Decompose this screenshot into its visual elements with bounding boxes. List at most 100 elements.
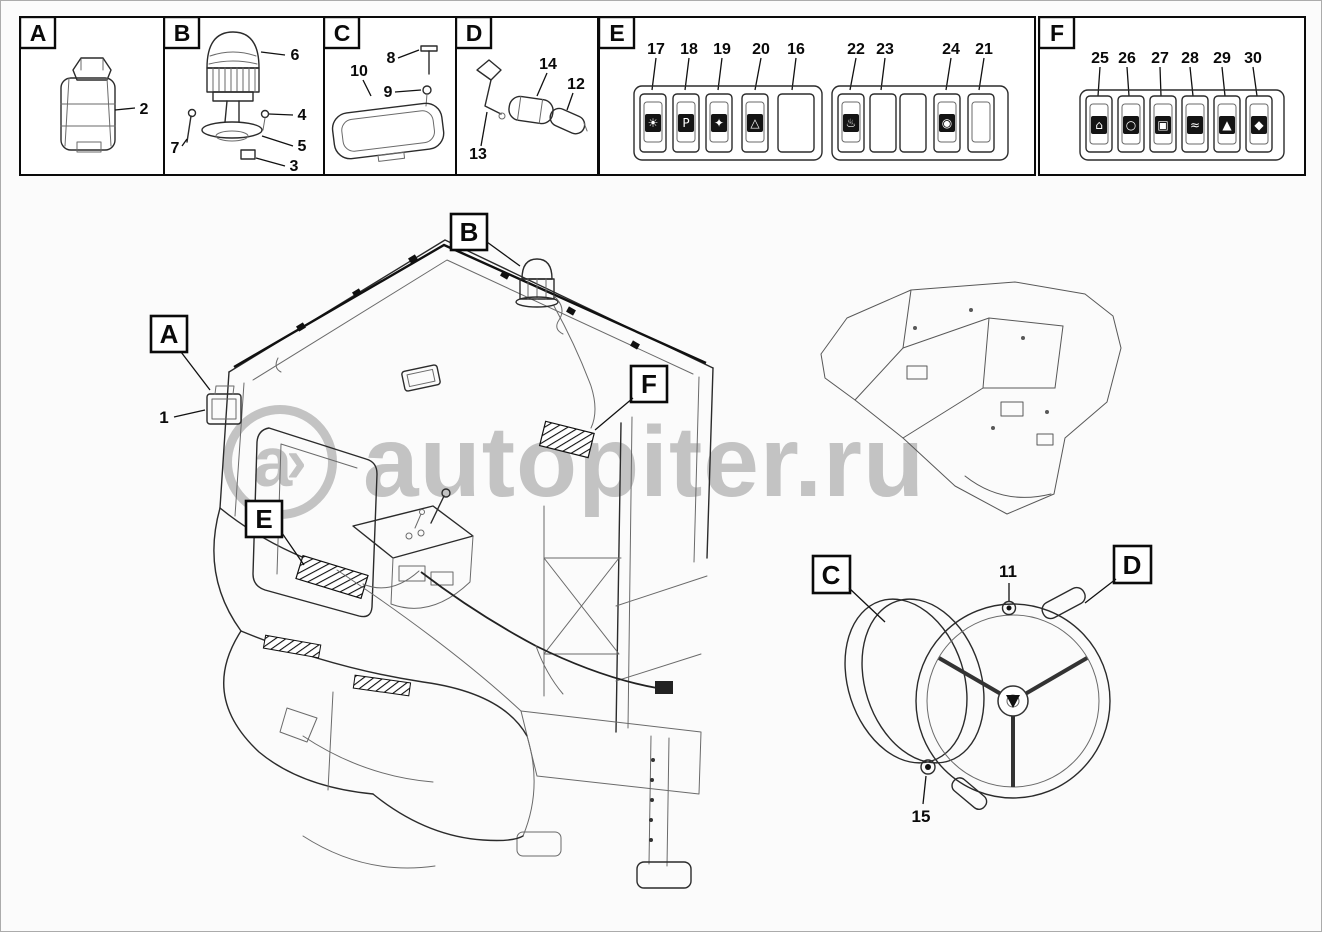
legend-box-a: A 2: [19, 16, 165, 176]
legend-a-label[interactable]: A: [30, 20, 47, 46]
legend-box-e: E 17 18 19 20 16 22 23 24 21: [598, 16, 1036, 176]
switch-24-icon: ◉: [942, 116, 952, 130]
steering-wheel-drawing: 11 15: [844, 562, 1111, 826]
switch-26: ○: [1117, 95, 1145, 153]
part-number-14[interactable]: 14: [539, 56, 557, 73]
part-number-29[interactable]: 29: [1213, 50, 1231, 67]
part-number-26[interactable]: 26: [1118, 50, 1136, 67]
part-number-27[interactable]: 27: [1151, 50, 1169, 67]
switch-panel-f: ⌂ ○ ▣: [1079, 89, 1285, 161]
console-drawing: [352, 488, 474, 609]
cab-connector-strip: [538, 420, 595, 459]
part-number-9[interactable]: 9: [384, 84, 393, 101]
switch-27-icon: ▣: [1157, 118, 1168, 132]
legend-b-label[interactable]: B: [174, 20, 191, 46]
callout-a[interactable]: A: [149, 314, 211, 391]
callout-a-letter[interactable]: A: [160, 319, 179, 349]
switch-20-icon: △: [750, 116, 760, 130]
side-window-drawing: [252, 427, 378, 618]
legend-e-label[interactable]: E: [609, 20, 624, 46]
switch-29: ▲: [1213, 95, 1241, 153]
switch-20: △: [741, 93, 769, 153]
callout-d[interactable]: D: [1084, 544, 1153, 604]
diagram-part-number-15[interactable]: 15: [912, 807, 931, 826]
switch-18: P: [672, 93, 700, 153]
switch-19-icon: ✦: [714, 116, 724, 130]
switch-30: ◆: [1245, 95, 1273, 153]
part-number-6[interactable]: 6: [291, 47, 300, 64]
blank-plate-16: [777, 93, 815, 153]
switch-25: ⌂: [1085, 95, 1113, 153]
watermark-arrow-icon: ›: [286, 427, 307, 496]
switch-17-icon: ☀: [648, 116, 659, 130]
part-number-22[interactable]: 22: [847, 41, 865, 58]
part-number-16[interactable]: 16: [787, 41, 805, 58]
callout-b[interactable]: B: [449, 212, 521, 267]
switch-28-icon: ≈: [1190, 118, 1200, 132]
blank-plate-23: [869, 93, 897, 153]
switch-panel-2: ♨ ◉: [831, 85, 1009, 161]
part-number-21[interactable]: 21: [975, 41, 993, 58]
roof-beacon-drawing: [515, 258, 564, 335]
hub-emblem-icon: [1006, 695, 1020, 708]
switch-21: [967, 93, 995, 153]
switch-28: ≈: [1181, 95, 1209, 153]
watermark: a › autopiter.ru: [223, 403, 925, 521]
handle-top-drawing: [1041, 586, 1086, 620]
part-number-3[interactable]: 3: [290, 158, 299, 174]
cab-drawing: 1: [159, 239, 714, 889]
legend-c-label[interactable]: C: [334, 20, 351, 46]
watermark-logo-letter: a: [253, 423, 293, 501]
part-number-24[interactable]: 24: [942, 41, 960, 58]
horn-disc-back: [844, 598, 968, 764]
part-number-19[interactable]: 19: [713, 41, 731, 58]
handle-bottom-drawing: [951, 777, 988, 811]
part-number-8[interactable]: 8: [387, 50, 396, 67]
part-number-2[interactable]: 2: [140, 101, 149, 118]
part-number-30[interactable]: 30: [1244, 50, 1262, 67]
switch-19: ✦: [705, 93, 733, 153]
legend-f-label[interactable]: F: [1050, 20, 1064, 46]
blank-plate-2: [899, 93, 927, 153]
callout-f[interactable]: F: [594, 364, 669, 431]
callout-f-letter[interactable]: F: [641, 369, 657, 399]
callout-c[interactable]: C: [811, 554, 886, 623]
diagram-part-number-1[interactable]: 1: [159, 408, 168, 427]
callout-e[interactable]: E: [244, 499, 305, 566]
callout-c-letter[interactable]: C: [822, 560, 841, 590]
part-number-12[interactable]: 12: [567, 76, 585, 93]
switch-panel-1: ☀ P ✦: [633, 85, 823, 161]
part-number-13[interactable]: 13: [469, 146, 487, 163]
switch-22-icon: ♨: [846, 116, 857, 130]
connector-switch-drawing: [60, 57, 116, 153]
callout-e-letter[interactable]: E: [255, 504, 272, 534]
cab-switch-strip: [295, 554, 369, 600]
part-number-4[interactable]: 4: [298, 107, 307, 124]
lower-body-drawing: [213, 507, 535, 869]
switch-25-icon: ⌂: [1095, 118, 1103, 132]
cab-wiring-illustration: 1: [149, 212, 1153, 889]
callout-d-letter[interactable]: D: [1123, 550, 1142, 580]
part-number-18[interactable]: 18: [680, 41, 698, 58]
legend-box-c: C 10 8 9: [323, 16, 457, 176]
diagram-part-number-11[interactable]: 11: [999, 562, 1017, 581]
part-number-10[interactable]: 10: [350, 63, 368, 80]
part-number-5[interactable]: 5: [298, 138, 307, 155]
part-number-23[interactable]: 23: [876, 41, 894, 58]
steering-rim: [915, 603, 1111, 799]
legend-box-d: D 14 12: [455, 16, 599, 176]
wiring-loom-drawing: [362, 570, 673, 695]
part-1-lamp-drawing: [206, 385, 242, 425]
switch-18-icon: P: [682, 116, 689, 130]
callout-b-letter[interactable]: B: [460, 217, 479, 247]
legend-box-b: B 6 4 7: [163, 16, 325, 176]
part-number-7[interactable]: 7: [171, 140, 180, 157]
part-number-20[interactable]: 20: [752, 41, 770, 58]
legend-d-label[interactable]: D: [466, 20, 483, 46]
beacon-lamp-drawing: [186, 31, 270, 160]
part-number-17[interactable]: 17: [647, 41, 665, 58]
part-number-25[interactable]: 25: [1091, 50, 1109, 67]
switch-30-icon: ◆: [1254, 118, 1264, 132]
part-number-28[interactable]: 28: [1181, 50, 1199, 67]
